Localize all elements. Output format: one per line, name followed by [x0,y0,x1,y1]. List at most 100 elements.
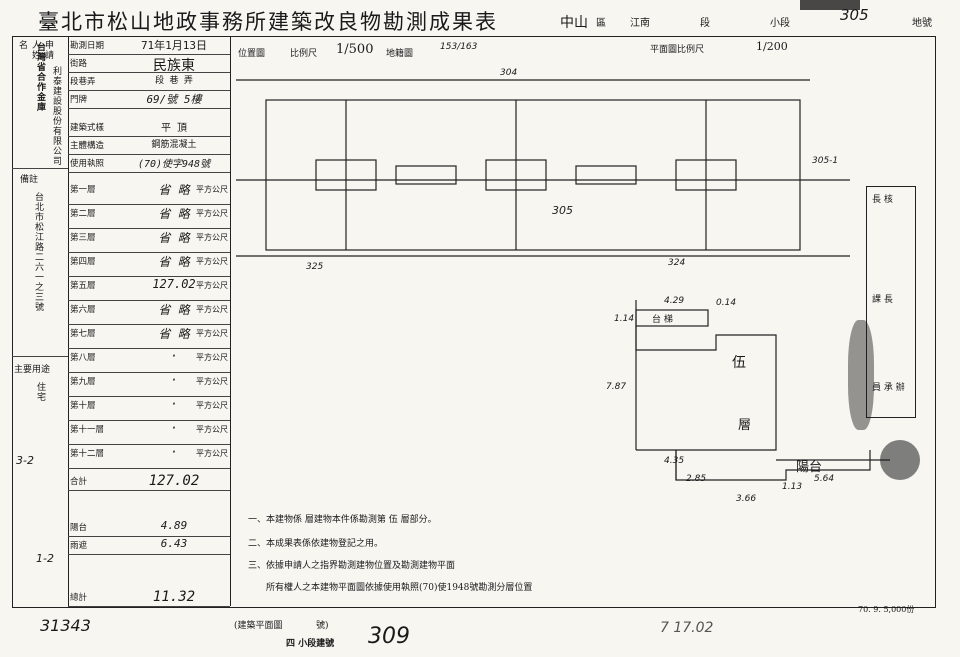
road-value: 民族東 [153,58,195,74]
dim-balcony-h: 1.13 [782,482,803,492]
note-line4: 所有權人之本建物平面圖依據使用執照(70)使1948號勘測分層位置 [266,583,533,593]
lane-label: 段巷弄 [70,77,96,87]
number-value: 69/號 5樓 [146,93,202,106]
floor-unit: 平方公尺 [196,305,228,314]
dim-base: 3.66 [736,494,757,504]
building-block [575,165,637,185]
floor-value: · [170,349,178,363]
note-line2: 二、本成果表係依建物登記之用。 [248,539,384,549]
date-value: 71年1月13日 [140,39,208,52]
building-number: 309 [368,624,410,649]
floor-value: 省 略 [158,231,190,245]
grand-total-row: 總計 11.32 [68,588,230,607]
lane-row: 段巷弄 段 巷 弄 [68,72,230,91]
document-sheet [12,36,936,608]
floor-label: 第九層 [70,377,96,387]
floor-row: 第十一層·平方公尺 [68,420,230,445]
ink-stamp [848,320,874,430]
floor-unit: 平方公尺 [196,257,228,266]
stamp-b: 1-2 [36,552,54,565]
footer-label1: (建築平面圖 [234,621,283,631]
divider [12,356,68,357]
section: 江南 [630,18,650,29]
total-label: 合計 [70,477,88,487]
map-value: 153/163 [440,42,478,52]
dim-height: 7.87 [606,382,627,392]
applicant-column: 申請人姓名 台灣省合作金庫 利泰建設股份有限公司 備註 台北市松江路二六一之三號… [12,36,69,606]
site-plan [236,79,890,481]
permit-value: (70)使字948號 [137,159,211,170]
ink-blot [800,0,860,10]
dim-step: 2.85 [686,474,707,484]
approval-box [866,186,916,418]
floor-unit: 平方公尺 [196,209,228,218]
floor-unit: 平方公尺 [196,185,228,194]
parcel-number: 305 [840,6,869,24]
owner-label: 利泰建設股份有限公司 [51,66,61,166]
map-label: 地籍圖 [386,49,414,59]
floor-row: 第七層省 略平方公尺 [68,324,230,349]
floor-label: 第十二層 [70,449,105,459]
section-suffix: 段 [700,18,710,29]
floor-unit: 平方公尺 [196,353,228,362]
floor-row: 第二層 省 略平方公尺 [68,204,230,229]
lot-boundary [265,99,801,251]
page-title: 臺北市松山地政事務所建築改良物勘測成果表 [38,10,498,34]
subsection-suffix: 小段 [770,18,790,29]
stamp-a: 3-2 [16,454,34,467]
road-row: 街路 民族東 [68,54,230,74]
eaves-value: 6.43 [160,537,188,550]
road-label: 街路 [70,59,88,69]
balcony-value: 4.89 [160,519,188,532]
usage-value: 住宅 [35,382,45,402]
floor-row: 第三層 省 略平方公尺 [68,228,230,253]
total-value: 127.02 [148,473,200,489]
floor-unit: 平方公尺 [196,401,228,410]
floor-row: 第六層省 略平方公尺 [68,300,230,325]
floor-unit: 平方公尺 [196,425,228,434]
floor-unit: 平方公尺 [196,449,228,458]
floor-row: 第十層·平方公尺 [68,396,230,421]
floor-unit: 平方公尺 [196,281,228,290]
lot-center: 305 [552,204,573,217]
number-row: 門牌 69/號 5樓 [68,90,230,109]
floor-value: 省 略 [158,207,190,221]
floorplan-scale-value: 1/200 [756,40,788,53]
floor-value: 省 略 [158,327,190,341]
date-row: 勘測日期 71年1月13日 [68,36,230,55]
form-column: 勘測日期 71年1月13日 街路 民族東 段巷弄 段 巷 弄 門牌 69/號 5… [68,36,231,607]
floor-unit: 平方公尺 [196,329,228,338]
floor-label: 第五層 [70,281,96,291]
number-label: 門牌 [70,95,88,105]
usage-label: 主要用途 [14,365,51,375]
floor-value: · [170,397,178,411]
floor-value: 省 略 [158,303,190,317]
applicant-value: 台灣省合作金庫 [35,42,45,112]
footer-right-note: 7 17.02 [660,620,714,636]
dim-bottom: 4.35 [664,456,685,466]
permit-row: 使用執照 (70)使字948號 [68,154,230,173]
structure-label: 主體構造 [70,141,105,151]
dim-top: 4.29 [664,296,685,306]
eaves-row: 雨遮 6.43 [68,536,230,555]
eaves-label: 雨遮 [70,541,88,551]
floor-value: 省 略 [158,255,190,269]
floor-row: 第四層 省 略平方公尺 [68,252,230,277]
floor-label: 第四層 [70,257,96,267]
floor-outline [635,300,871,481]
floor-label: 第二層 [70,209,96,219]
style-row: 建築式樣 平 頂 [68,118,230,137]
floor-unit: 平方公尺 [196,233,228,242]
floor-row: 第八層·平方公尺 [68,348,230,373]
dim-balcony-w: 5.64 [814,474,835,484]
floor-value: 127.02 [152,277,196,291]
stair-box [635,309,709,327]
room-text2: 層 [738,418,752,433]
floor-label: 第三層 [70,233,96,243]
floor-row: 第一層省 略平方公尺 [68,180,230,205]
lane-value: 段 巷 弄 [155,76,193,86]
lot-bottom-right: 324 [668,258,686,268]
structure-row: 主體構造 鋼筋混凝土 [68,136,230,155]
scale-label: 比例尺 [290,49,318,59]
